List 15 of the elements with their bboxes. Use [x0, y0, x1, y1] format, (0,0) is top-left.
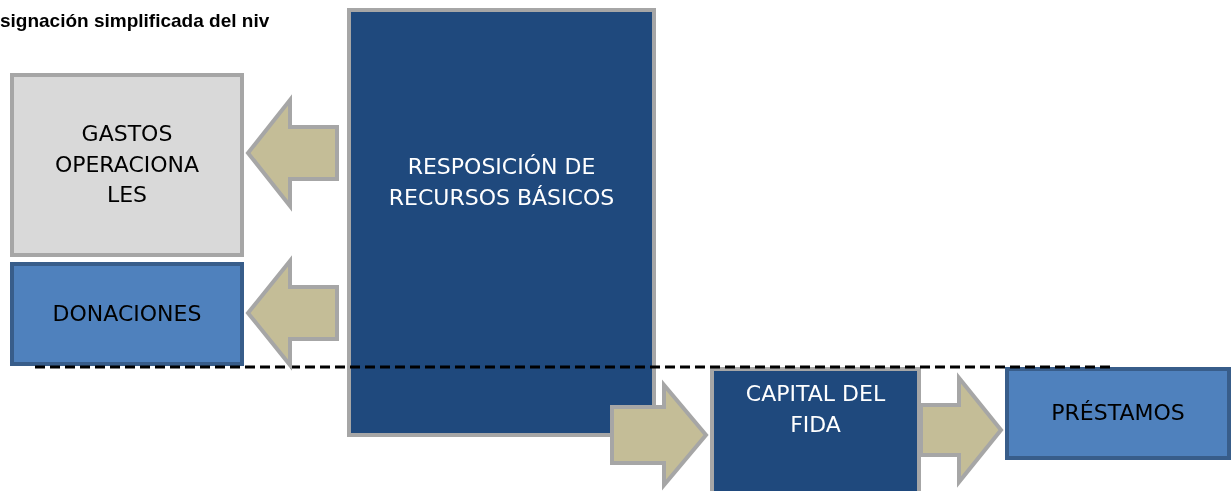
process-box — [1005, 367, 1231, 460]
process-box — [347, 8, 656, 437]
block-arrow — [919, 372, 1004, 488]
box-label: GASTOS OPERACIONA LES — [53, 119, 201, 210]
block-arrow — [610, 379, 709, 491]
box-label: RESPOSICIÓN DE RECURSOS BÁSICOS — [387, 153, 616, 212]
process-box — [10, 73, 244, 257]
box-label: CAPITAL DEL FIDA — [744, 380, 887, 439]
process-box — [10, 262, 244, 366]
box-label: PRÉSTAMOS — [1051, 399, 1185, 428]
block-arrow — [245, 94, 339, 212]
box-label: DONACIONES — [52, 299, 202, 328]
block-arrow — [245, 255, 339, 371]
diagram-title: signación simplificada del niv — [0, 10, 270, 32]
process-box — [710, 367, 921, 491]
